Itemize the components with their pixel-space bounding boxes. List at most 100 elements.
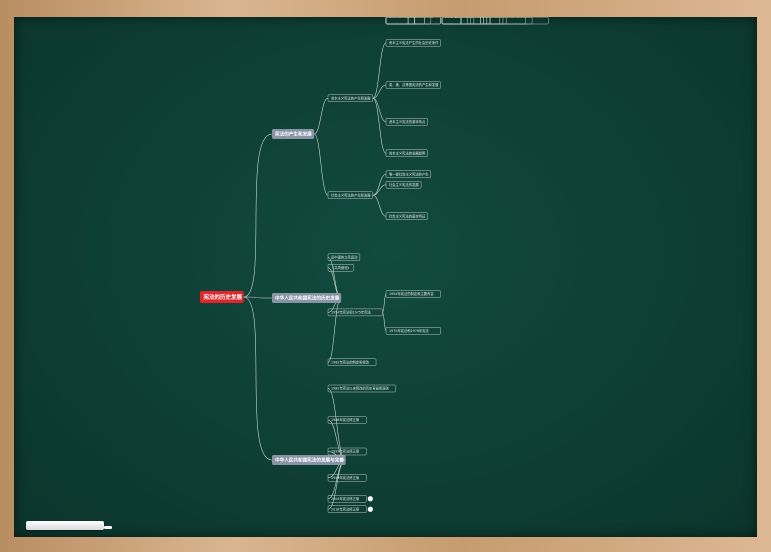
topic-node[interactable]: 1999年宪法修正案 <box>327 474 367 482</box>
topic-node[interactable]: 2018年宪法修正案 <box>327 505 367 513</box>
topic-node[interactable]: 1975年宪法和1978年宪法 <box>385 327 441 335</box>
node-label: 确认资本主义私有财产神圣不可侵犯原则 <box>445 17 504 18</box>
node-label: 美国宪法 <box>445 17 459 18</box>
topic-node[interactable]: 社会主义宪法确认以生产资料公有制为基础的经济制度 <box>441 17 526 25</box>
node-box <box>441 17 462 25</box>
topic-node[interactable]: 修改的主要内容 <box>385 17 415 25</box>
expand-toggle-icon[interactable] <box>367 506 373 512</box>
topic-node[interactable]: 英、美、法等国宪法的产生和发展 <box>385 81 441 89</box>
topic-node[interactable]: 加强对宪法的保障 <box>441 17 475 25</box>
topic-node[interactable]: 资本主义宪法的产生和发展 <box>327 94 374 102</box>
node-label: 社会主义宪法的基本特征 <box>389 213 426 218</box>
topic-node[interactable]: 1954年宪法的制定 <box>441 17 481 25</box>
node-box <box>327 384 396 393</box>
topic-node[interactable]: 资本主义宪法的发展趋势 <box>385 149 428 157</box>
topic-node[interactable]: 政治条件 <box>441 17 462 25</box>
node-box <box>385 17 415 25</box>
topic-node[interactable]: 确认资产阶级的人权制度 <box>441 17 484 25</box>
connector-line <box>372 97 387 154</box>
node-box <box>385 17 415 25</box>
topic-node[interactable]: 资本主义宪法的基本特点 <box>385 118 428 126</box>
topic-node[interactable]: 修改的背景 <box>385 17 409 25</box>
topic-node[interactable]: 2004年宪法修正案 <box>327 495 367 503</box>
node-label: 1975年宪法的制定与内容 <box>445 17 484 18</box>
expand-toggle-icon[interactable] <box>367 496 373 502</box>
topic-node[interactable]: 其他资本主义国家宪法的产生 <box>441 17 491 25</box>
topic-node[interactable]: 经济条件 <box>441 17 462 25</box>
topic-node[interactable]: 法律条件 <box>441 17 462 25</box>
topic-node[interactable]: 2004年宪法修正案的主要内容 <box>385 17 441 25</box>
node-box <box>327 94 374 102</box>
node-box <box>385 290 441 298</box>
topic-node[interactable]: 修改的内容 <box>385 17 409 25</box>
topic-node[interactable]: 修改的主要内容 <box>385 17 415 25</box>
topic-node[interactable]: 社会主义宪法是原则性与灵活性的结合 <box>441 17 504 25</box>
node-label: 社会主义宪法确认工人阶级领导的人民民主专政的国家制度 <box>445 17 531 18</box>
node-label: 修改的背景 <box>389 17 406 18</box>
topic-node[interactable]: 旧中国的立宪运动 <box>327 253 361 261</box>
topic-node[interactable]: 1978年宪法的修改 <box>441 17 481 25</box>
topic-node[interactable]: 资本主义宪法产生的社会历史条件 <box>385 39 441 47</box>
topic-node[interactable]: 社会主义宪法的基本特征 <box>385 212 428 220</box>
topic-node[interactable]: 修改的原则和主要方式 <box>385 17 425 25</box>
topic-node[interactable]: 行政权力扩张 <box>441 17 468 25</box>
node-box <box>272 293 342 303</box>
topic-node[interactable]: 社会主义宪法确认工人阶级领导的人民民主专政的国家制度 <box>441 17 533 25</box>
node-box <box>385 17 409 25</box>
topic-node[interactable]: 社会主义宪法确认共产党的领导地位 <box>441 17 500 25</box>
topic-node[interactable]: 法国宪法 <box>441 17 462 25</box>
node-box <box>441 17 504 25</box>
topic-node[interactable]: 修改的背景 <box>385 17 409 25</box>
branch-node[interactable]: 宪法的产生和发展 <box>272 129 315 139</box>
root-node[interactable]: 宪法的历史发展 <box>200 291 244 303</box>
topic-node[interactable]: 《共同纲领》 <box>327 264 354 272</box>
node-label: 确认资产阶级的人权制度 <box>445 17 482 18</box>
node-label: 修改的背景 <box>389 17 406 18</box>
topic-node[interactable]: 1993年宪法修正案 <box>327 447 367 456</box>
topic-node[interactable]: 1954年宪法的制定和主要内容 <box>385 290 441 298</box>
topic-node[interactable]: 1954年宪法的基本内容 <box>441 17 488 25</box>
topic-node[interactable]: 修改的主要内容 <box>385 17 415 25</box>
topic-node[interactable]: 社会主义宪法的产生和发展 <box>327 191 374 199</box>
node-box <box>327 505 367 513</box>
topic-node[interactable]: 美国宪法 <box>441 17 462 25</box>
topic-node[interactable]: 英国宪法 <box>441 17 462 25</box>
topic-node[interactable]: 确认资产阶级专政的国家制度 <box>441 17 491 25</box>
topic-node[interactable]: 修改的背景 <box>385 17 409 25</box>
topic-node[interactable]: 1982年宪法的制定和修改 <box>327 358 377 366</box>
topic-node[interactable]: 第一部社会主义宪法的产生 <box>385 170 432 178</box>
node-label: 1982年宪法的制定和主要内容 <box>389 17 434 18</box>
node-label: 2004年宪法修正案的主要内容 <box>389 17 434 18</box>
node-label: 修改的内容 <box>389 17 406 18</box>
topic-node[interactable]: 社会主义宪法规定公民享有广泛的权利和自由并为其实现提供物质保障 <box>441 17 549 25</box>
topic-node[interactable]: 1975年宪法的制定与内容 <box>441 17 491 25</box>
node-label: 社会主义宪法确认共产党的领导地位 <box>445 17 498 18</box>
topic-node[interactable]: 1978年宪法 <box>441 17 471 25</box>
topic-node[interactable]: 修改的历史意义 <box>385 17 415 25</box>
topic-node[interactable]: 1982年宪法的制定和主要内容 <box>385 17 441 25</box>
node-label: 修改的背景 <box>389 17 406 18</box>
topic-node[interactable]: 确认资本主义私有财产神圣不可侵犯原则 <box>441 17 507 25</box>
node-label: 2018年宪法修正案 <box>331 506 360 511</box>
topic-node[interactable]: 1954年宪法的历史地位 <box>441 17 488 25</box>
topic-node[interactable]: 思想条件 <box>441 17 462 25</box>
node-box <box>441 17 526 25</box>
node-label: 社会主义宪法是原则性与灵活性的结合 <box>445 17 502 18</box>
topic-node[interactable]: 扩大公民的基本权利范围 <box>441 17 484 25</box>
topic-node[interactable]: 修改的背景 <box>385 17 409 25</box>
branch-node[interactable]: 中华人民共和国宪法的发展与完善 <box>272 455 346 465</box>
topic-node[interactable]: 1982年宪法的主要特点 <box>385 17 432 25</box>
topic-node[interactable]: 1954年宪法的评价 <box>441 17 481 25</box>
node-label: 经济条件 <box>445 17 459 18</box>
branch-node[interactable]: 中华人民共和国宪法的历史发展 <box>272 293 342 303</box>
node-box <box>327 495 367 503</box>
node-box <box>441 17 488 25</box>
topic-node[interactable]: 1954年宪法和1975年宪法 <box>327 308 383 317</box>
node-box <box>441 17 468 25</box>
node-label: 加强对宪法的保障 <box>445 17 472 18</box>
topic-node[interactable]: 1988年宪法修正案 <box>327 416 367 424</box>
topic-node[interactable]: 社会主义宪法的发展 <box>385 181 422 189</box>
topic-node[interactable]: 1982年宪法以来修改的历史背景和原则 <box>327 384 396 393</box>
node-label: 资本主义宪法的基本特点 <box>389 119 426 124</box>
topic-node[interactable]: 1982年宪法的修改 <box>385 17 425 25</box>
